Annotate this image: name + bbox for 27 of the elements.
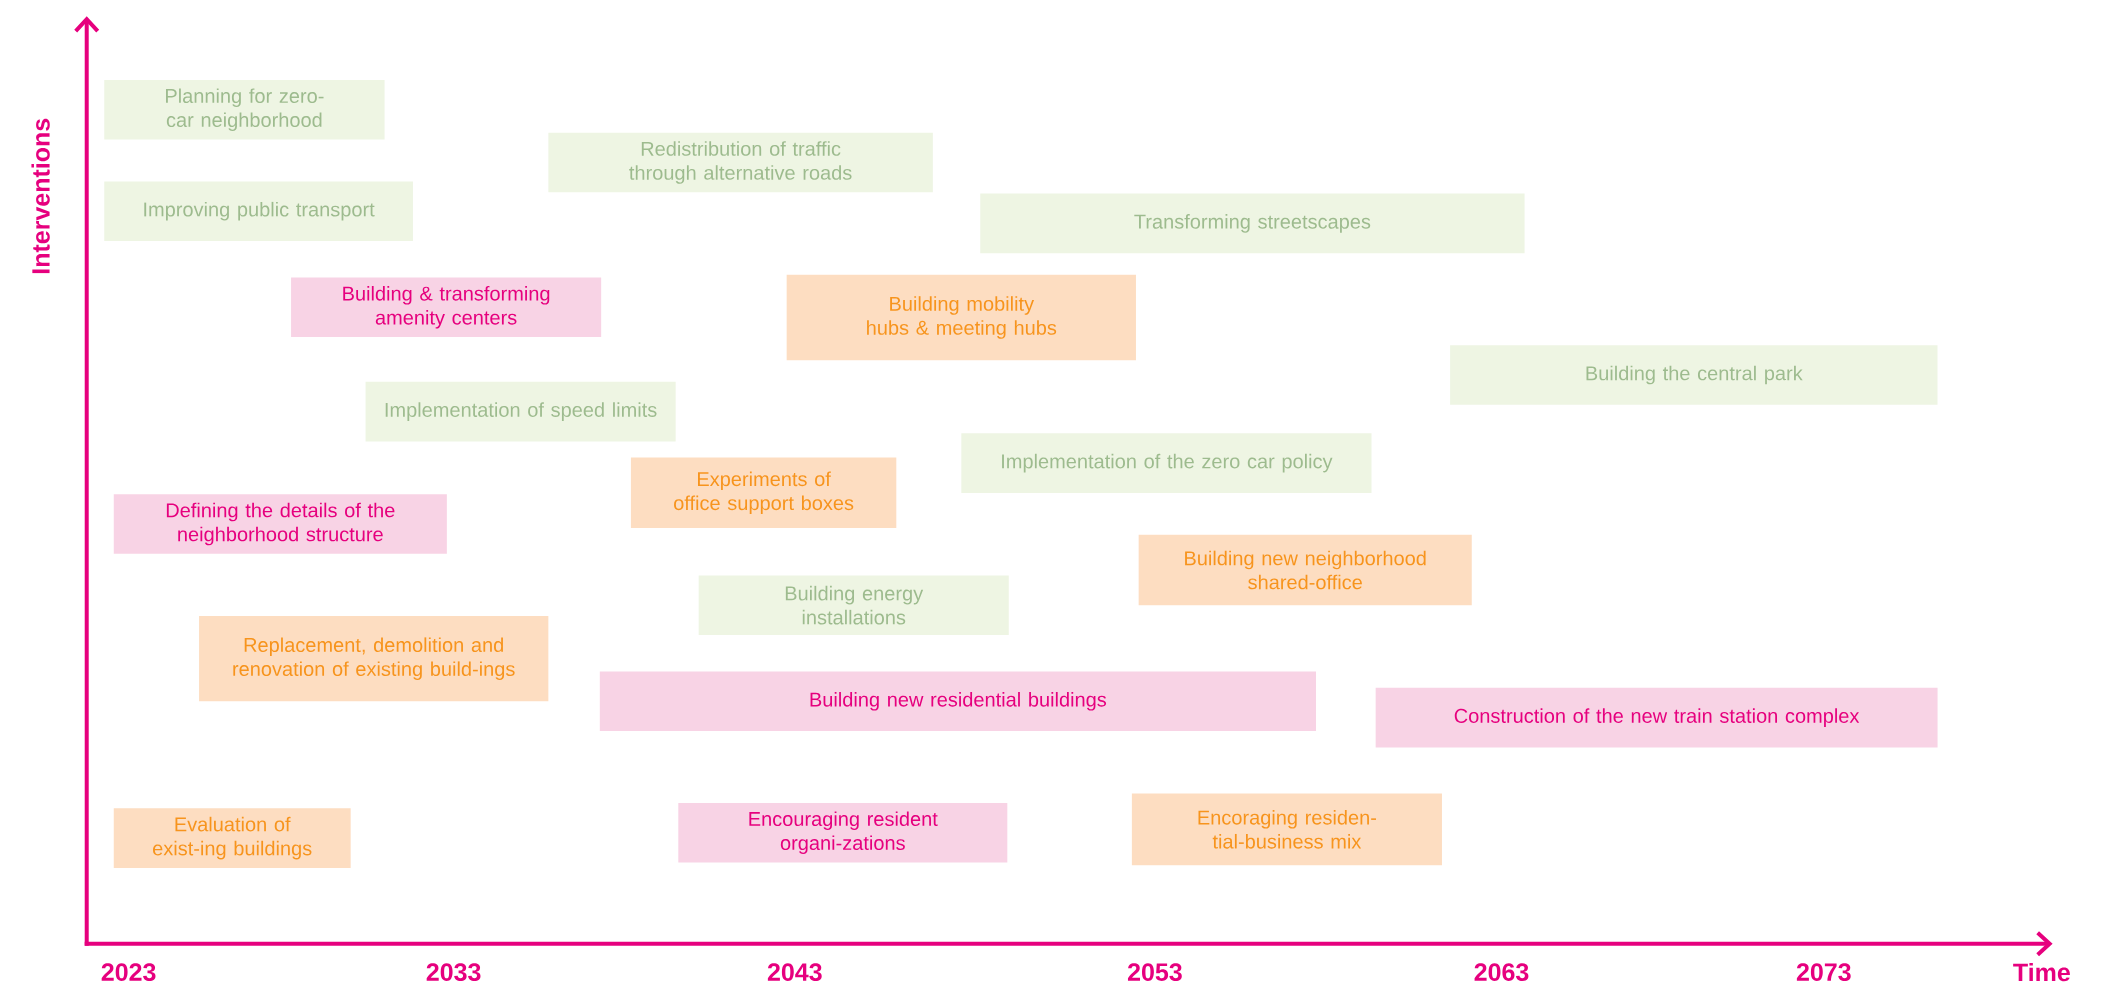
year-label: 2023: [101, 963, 156, 981]
activity-box: Implementation of the zero car policy: [961, 433, 1372, 493]
activity-box: Building mobility hubs & meeting hubs: [786, 274, 1136, 361]
activity-box: Replacement, demolition and renovation of existing build-ings: [199, 616, 549, 702]
activity-box: Encoraging residen-tial-business mix: [1131, 793, 1442, 866]
activity-box: Experiments of office support boxes: [630, 457, 897, 528]
activity-box: Building energy installations: [698, 575, 1009, 635]
activity-box: Implementation of speed limits: [365, 381, 676, 442]
year-label: 2033: [426, 963, 481, 981]
activity-box: Building the central park: [1450, 345, 1938, 405]
axis-title: Time: [2013, 962, 2070, 982]
activity-box: Improving public transport: [104, 181, 413, 241]
activity-box: Building new neighborhood shared-office: [1138, 534, 1472, 606]
year-label: 2053: [1127, 963, 1182, 981]
activity-box: Planning for zero-car neighborhood: [104, 79, 385, 140]
axis-title: Interventions: [31, 118, 50, 274]
activity-box: Defining the details of the neighborhood structure: [113, 494, 447, 554]
activity-box: Encouraging resident organi-zations: [678, 802, 1008, 863]
activity-box: Building & transforming amenity centers: [291, 277, 602, 338]
year-label: 2073: [1796, 963, 1851, 981]
activity-box: Construction of the new train station complex: [1375, 687, 1938, 748]
year-label: 2063: [1474, 963, 1529, 981]
activity-box: Redistribution of traffic through alternative roads: [548, 132, 933, 193]
year-label: 2043: [767, 963, 822, 981]
activity-box: Building new residential buildings: [599, 671, 1316, 732]
activity-box: Transforming streetscapes: [980, 193, 1525, 254]
activity-box: Evaluation of exist-ing buildings: [113, 808, 351, 868]
